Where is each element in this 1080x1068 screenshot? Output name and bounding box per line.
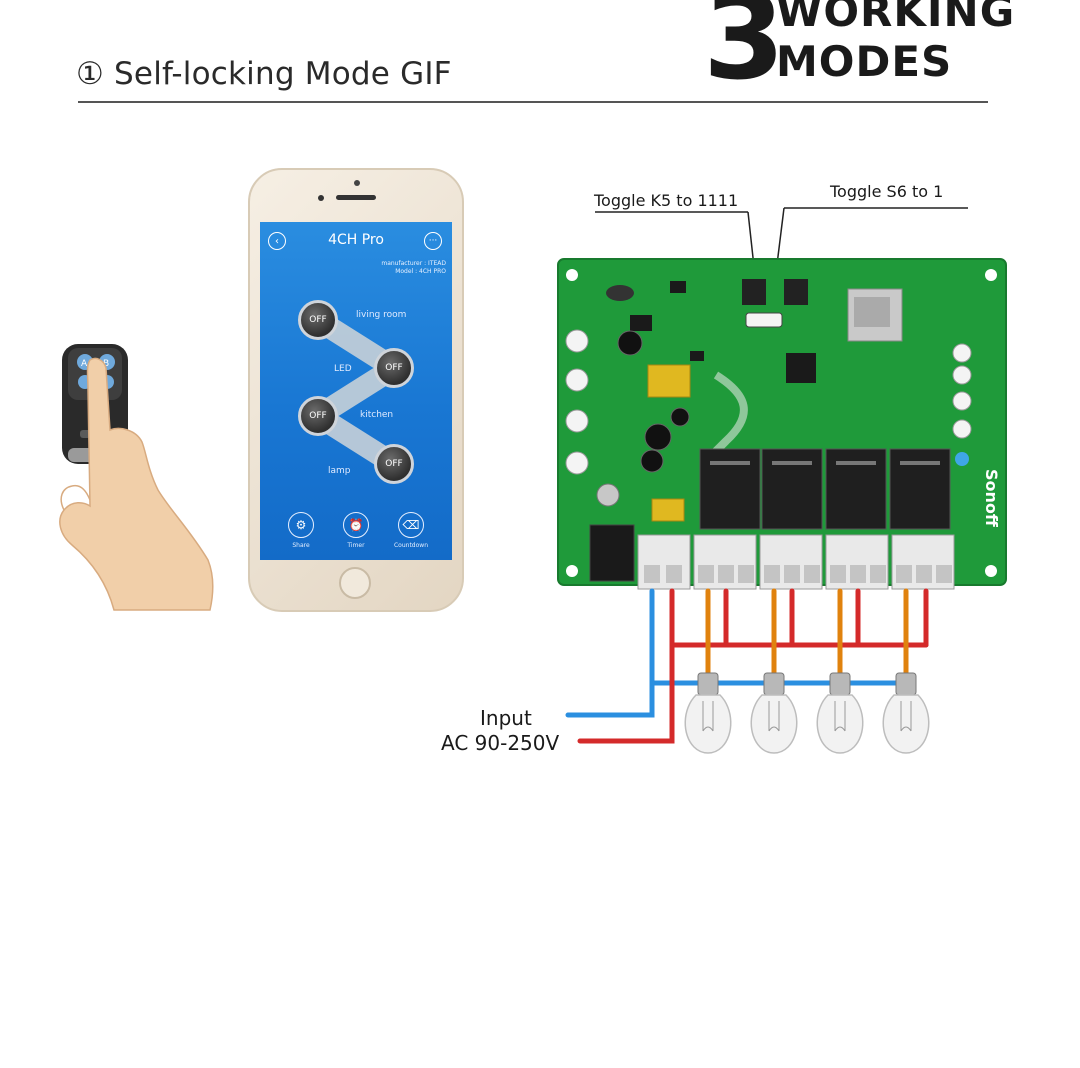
tab-label-share: Share [292,542,310,549]
phone-sensor [354,180,360,186]
light-bulb-1 [684,672,732,754]
light-bulb-4 [882,672,930,754]
header-divider [78,101,988,103]
app-screen: ‹ 4CH Pro ··· manufacturer : ITEAD Model… [260,222,452,560]
back-icon[interactable]: ‹ [268,232,286,250]
voltage-label: AC 90-250V [441,731,560,755]
device-connector-graphic [307,309,405,475]
alarm-clock-icon[interactable]: ⏰ [343,512,369,538]
tab-label-timer: Timer [347,542,365,549]
device-label-led: LED [334,364,352,374]
badge-number: 3 [703,0,785,106]
more-options-icon[interactable]: ··· [424,232,442,250]
device-label-lamp: lamp [328,466,351,476]
badge-line-working: WORKING [776,0,1016,36]
model-text: Model : 4CH PRO [395,268,446,275]
device-toggle-kitchen[interactable]: OFF [298,396,338,436]
phone-camera [318,195,324,201]
badge-line-modes: MODES [776,37,953,86]
light-bulb-2 [750,672,798,754]
input-label: Input [480,706,532,730]
tag-icon[interactable]: ⌫ [398,512,424,538]
share-icon[interactable]: ⚙ [288,512,314,538]
device-label-kitchen: kitchen [360,410,394,420]
device-label-living-room: living room [356,310,407,320]
light-bulb-3 [816,672,864,754]
device-toggle-led[interactable]: OFF [374,348,414,388]
brand-logo: Sonoff [982,469,1001,528]
mode-title: ① Self-locking Mode GIF [76,56,452,92]
manufacturer-text: manufacturer : ITEAD [381,260,446,267]
svg-text:B: B [103,359,109,369]
light-bulbs [684,672,930,754]
device-toggle-living-room[interactable]: OFF [298,300,338,340]
tab-label-countdown: Countdown [393,542,428,549]
phone-home-button[interactable] [339,567,371,599]
dc-power-jack [589,524,635,582]
annotation-k5: Toggle K5 to 1111 [594,191,739,210]
rf-remote-with-hand-illustration: A B [59,344,214,611]
app-title: 4CH Pro [328,232,384,248]
svg-text:A: A [81,359,88,369]
phone-speaker [336,195,376,200]
device-toggle-lamp[interactable]: OFF [374,444,414,484]
annotation-s6: Toggle S6 to 1 [830,182,944,201]
relay-board-wiring-diagram: Sonoff [557,207,1007,754]
